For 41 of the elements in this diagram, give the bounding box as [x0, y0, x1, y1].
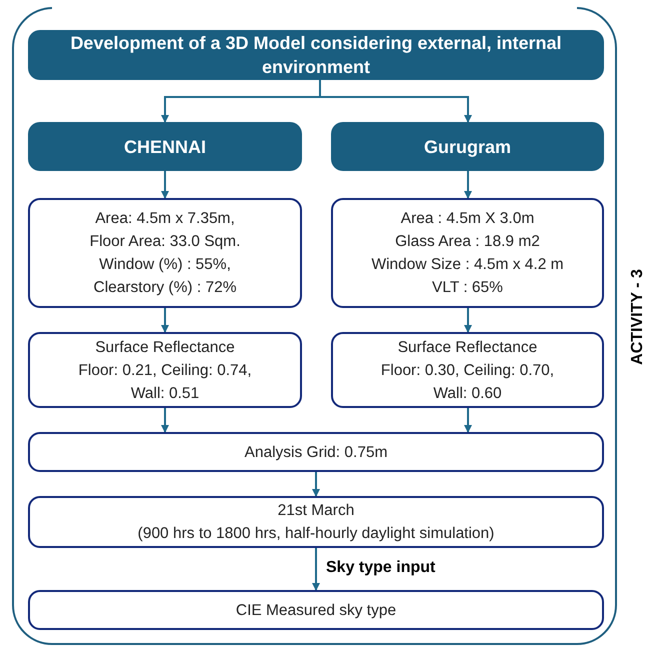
box-text: Area: 4.5m x 7.35m, [95, 209, 235, 229]
process-box [28, 432, 604, 472]
process-box [331, 198, 604, 308]
box-text: Wall: 0.51 [130, 384, 200, 404]
header-box [28, 122, 302, 171]
box-text: Wall: 0.60 [433, 384, 502, 404]
header-box [28, 30, 604, 80]
box-text: (900 hrs to 1800 hrs, half-hourly daylight simulation) [138, 524, 494, 544]
box-text: Window Size : 4.5m x 4.2 m [371, 255, 564, 275]
box-text: Floor Area: 33.0 Sqm. [90, 232, 240, 252]
box-text: Surface Reflectance [95, 338, 235, 358]
arrow [161, 408, 169, 433]
arrow [161, 171, 169, 199]
box-text: Glass Area : 18.9 m2 [395, 232, 540, 252]
arrow [464, 171, 472, 199]
box-text: Floor: 0.30, Ceiling: 0.70, [380, 360, 554, 380]
box-text: CIE Measured sky type [236, 600, 396, 620]
arrow [161, 308, 169, 333]
arrow [312, 472, 320, 497]
arrow [464, 308, 472, 333]
box-text: Surface Reflectance [398, 338, 538, 358]
box-text: Floor: 0.21, Ceiling: 0.74, [78, 360, 252, 380]
box-text: VLT : 65% [432, 278, 503, 298]
arrow [312, 548, 320, 591]
header-box [331, 122, 604, 171]
box-text: Gurugram [424, 136, 511, 158]
box-text: Clearstory (%) : 72% [94, 278, 236, 298]
process-box [28, 198, 302, 308]
arrow [319, 80, 472, 123]
box-text: Development of a 3D Model considering external, internal environment [69, 32, 563, 79]
box-text: Analysis Grid: 0.75m [244, 442, 388, 462]
box-text: Area : 4.5m X 3.0m [400, 209, 534, 229]
process-box [28, 496, 604, 548]
process-box [28, 590, 604, 630]
process-box [28, 332, 302, 408]
box-text: CHENNAI [124, 136, 206, 158]
frame-heading: ACTIVITY - 3 [628, 269, 647, 365]
arrow [464, 408, 472, 433]
process-box [331, 332, 604, 408]
box-text: 21st March [278, 501, 354, 521]
box-text: Window (%) : 55%, [99, 255, 231, 275]
